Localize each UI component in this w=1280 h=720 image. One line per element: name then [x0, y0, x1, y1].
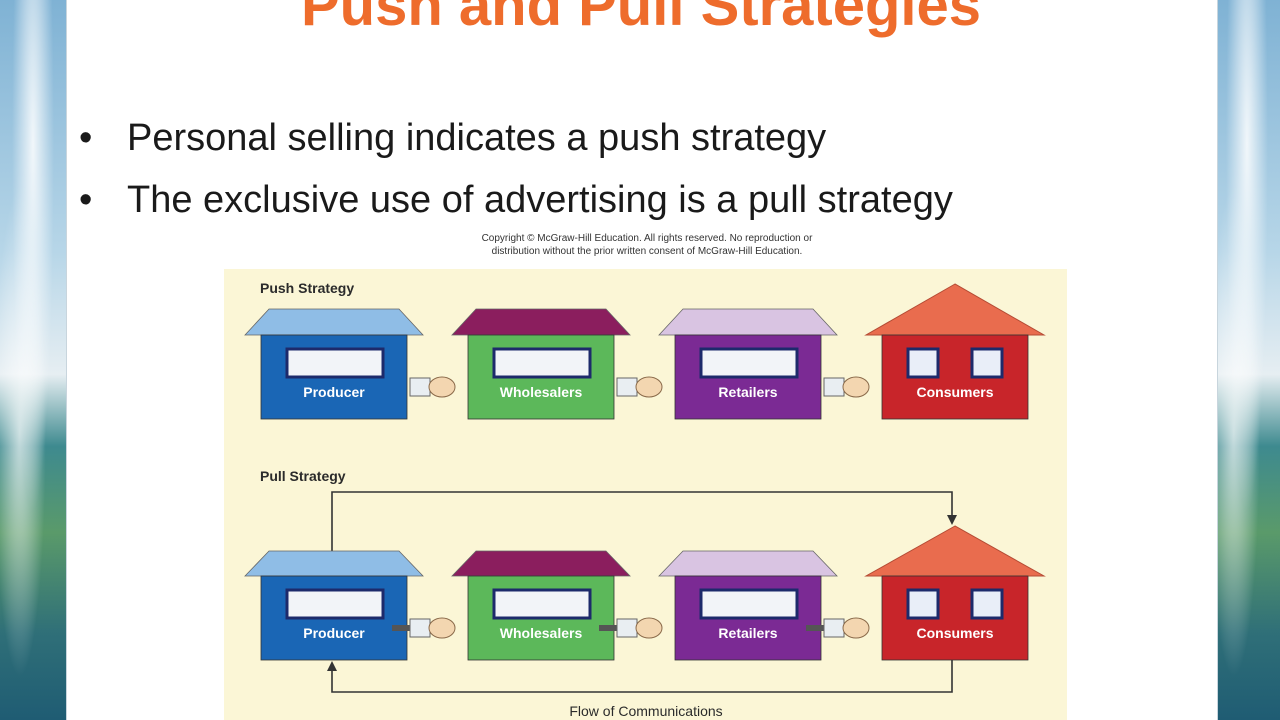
house-window [970, 588, 1004, 620]
house-roof [244, 550, 424, 577]
slide-title: Push and Pull Strategies [300, 0, 982, 38]
house-label-wholesalers: Wholesalers [500, 384, 583, 400]
house-window [285, 347, 385, 379]
pull-strategy-label: Pull Strategy [260, 468, 346, 484]
copyright-line: distribution without the prior written c… [491, 246, 803, 257]
pull-house-retailers: Retailers [658, 550, 838, 661]
hand-icon [392, 617, 456, 639]
house-window [699, 588, 799, 620]
house-roof [451, 550, 631, 577]
pull-house-producer: Producer [244, 550, 424, 661]
house-window [970, 347, 1004, 379]
copyright-notice: Copyright © McGraw-Hill Education. All r… [397, 232, 897, 258]
pull-house-wholesalers: Wholesalers [451, 550, 631, 661]
hand-icon [599, 617, 663, 639]
house-label-retailers: Retailers [718, 625, 777, 641]
background-scenery-right [1214, 0, 1280, 720]
house-label-producer: Producer [303, 384, 365, 400]
house-window [492, 588, 592, 620]
bullet-text: Personal selling indicates a push strate… [127, 117, 827, 159]
slide: Push and Pull Strategies • Personal sell… [66, 0, 1218, 720]
push-house-wholesalers: Wholesalers [451, 308, 631, 420]
house-roof [864, 283, 1046, 336]
house-label-consumers: Consumers [916, 625, 993, 641]
pull-house-consumers: Consumers [864, 525, 1046, 661]
house-window [906, 588, 940, 620]
bullet-marker: • [79, 117, 93, 159]
push-house-producer: Producer [244, 308, 424, 420]
hand-icon [823, 376, 870, 398]
push-strategy-label: Push Strategy [260, 280, 354, 296]
house-roof [451, 308, 631, 336]
house-roof [244, 308, 424, 336]
house-roof [864, 525, 1046, 577]
hand-icon [806, 617, 870, 639]
push-house-consumers: Consumers [864, 283, 1046, 420]
house-body [881, 334, 1029, 420]
background-scenery-left [0, 0, 66, 720]
bullet-text: The exclusive use of advertising is a pu… [127, 179, 953, 221]
hand-icon [409, 376, 456, 398]
house-window [699, 347, 799, 379]
house-label-producer: Producer [303, 625, 365, 641]
house-window [285, 588, 385, 620]
hand-icon [616, 376, 663, 398]
house-label-wholesalers: Wholesalers [500, 625, 583, 641]
copyright-line: Copyright © McGraw-Hill Education. All r… [481, 233, 813, 244]
push-house-retailers: Retailers [658, 308, 838, 420]
push-strategy-row: Producer Wholesalers Retailers Consumers [244, 283, 1046, 420]
pull-strategy-row: Producer Wholesalers Retailers Consumers [244, 525, 1046, 661]
house-label-retailers: Retailers [718, 384, 777, 400]
communication-flow-arrows [327, 491, 957, 693]
house-window [906, 347, 940, 379]
house-roof [658, 308, 838, 336]
house-label-consumers: Consumers [916, 384, 993, 400]
house-window [492, 347, 592, 379]
house-body [881, 575, 1029, 661]
bullet-marker: • [79, 179, 93, 221]
flow-of-communications-label: Flow of Communications [569, 703, 722, 719]
house-roof [658, 550, 838, 577]
